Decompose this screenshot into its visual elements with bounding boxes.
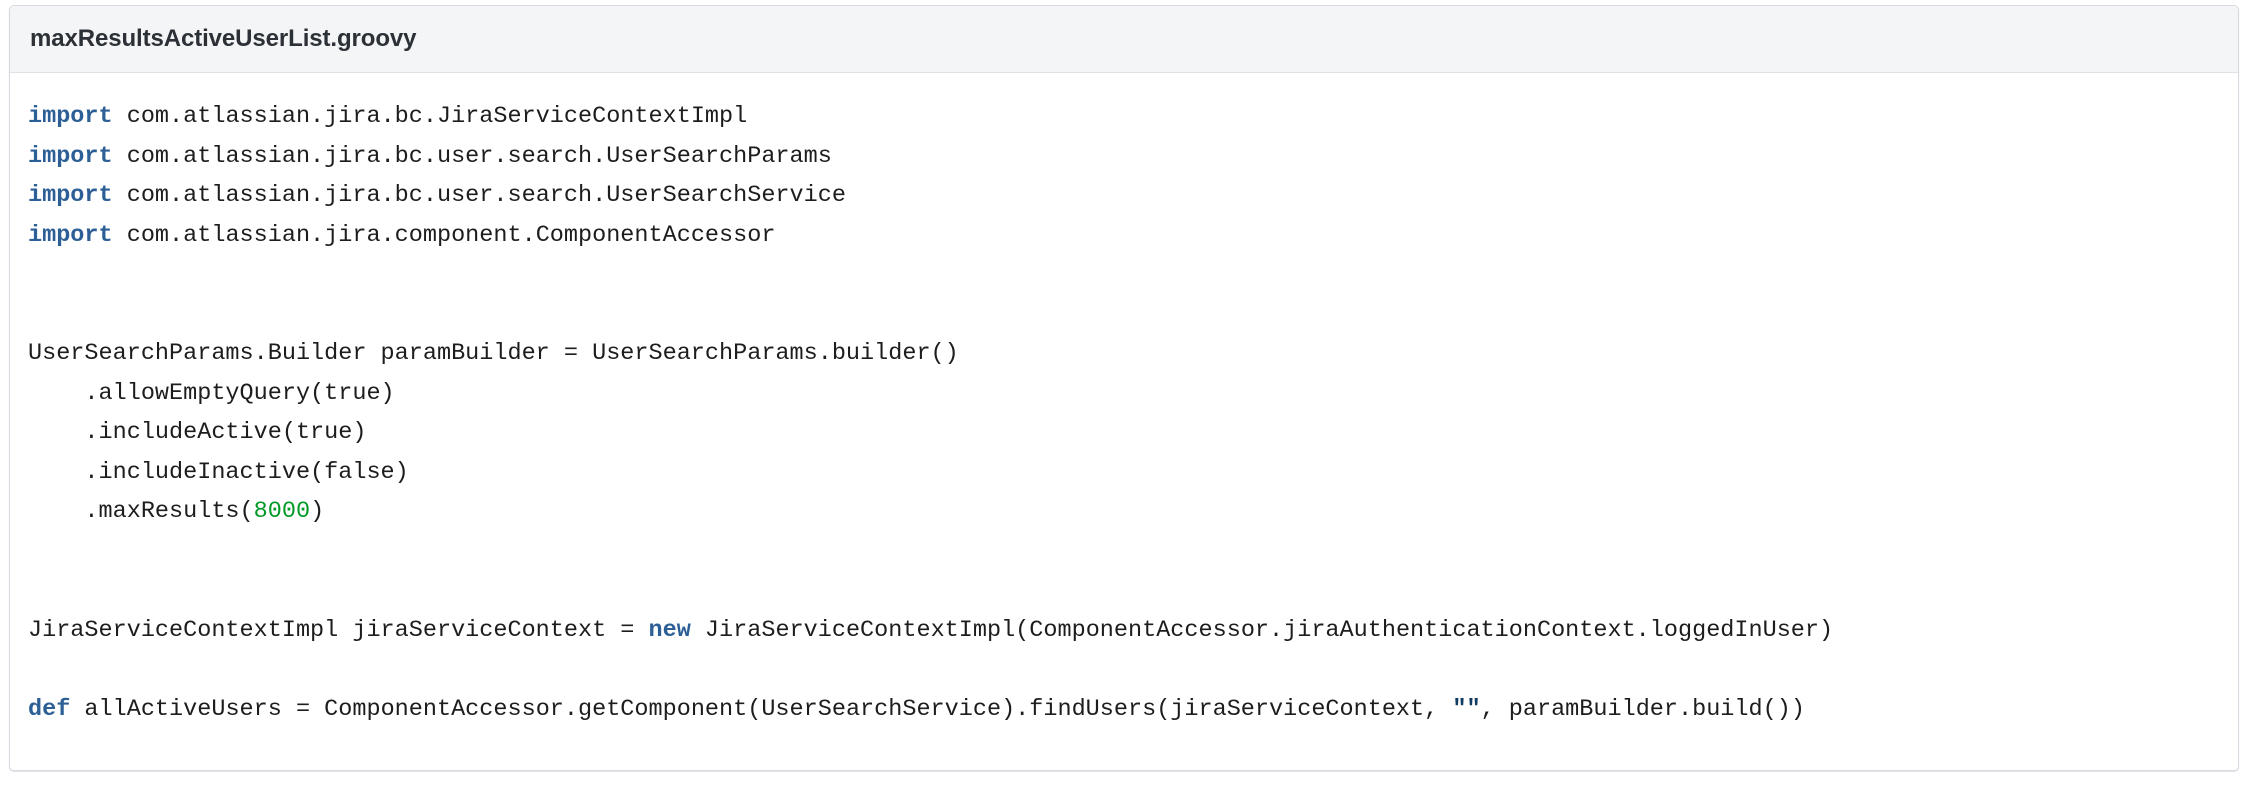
code-token-plain: .includeInactive(false) <box>28 458 409 486</box>
code-line: JiraServiceContextImpl jiraServiceContex… <box>28 611 2238 651</box>
code-line: .includeActive(true) <box>28 413 2238 453</box>
code-token-number: 8000 <box>253 498 311 525</box>
code-line: import com.atlassian.jira.bc.user.search… <box>28 176 2238 216</box>
code-token-plain: JiraServiceContextImpl jiraServiceContex… <box>28 616 649 644</box>
code-line: def allActiveUsers = ComponentAccessor.g… <box>28 690 2238 730</box>
code-block-filename: maxResultsActiveUserList.groovy <box>30 25 417 52</box>
code-token-keyword: import <box>28 142 113 170</box>
code-token-plain: , paramBuilder.build()) <box>1480 695 1805 723</box>
code-line: import com.atlassian.jira.component.Comp… <box>28 216 2238 256</box>
code-token-plain: com.atlassian.jira.bc.user.search.UserSe… <box>112 142 832 170</box>
code-line: .allowEmptyQuery(true) <box>28 374 2238 414</box>
code-token-plain: .includeActive(true) <box>28 419 367 446</box>
code-line: import com.atlassian.jira.bc.JiraService… <box>28 97 2238 137</box>
code-token-plain: ) <box>310 498 325 525</box>
code-line <box>28 650 2238 690</box>
code-token-plain: .allowEmptyQuery(true) <box>28 379 395 407</box>
code-content[interactable]: import com.atlassian.jira.bc.JiraService… <box>28 97 2238 729</box>
code-block-panel: maxResultsActiveUserList.groovy import c… <box>9 5 2239 771</box>
code-line: .maxResults(8000) <box>28 492 2238 532</box>
code-line <box>28 255 2238 295</box>
code-token-plain: allActiveUsers = ComponentAccessor.getCo… <box>70 695 1453 723</box>
code-token-plain: com.atlassian.jira.bc.JiraServiceContext… <box>112 103 748 130</box>
code-line <box>28 295 2238 335</box>
code-token-keyword: import <box>28 103 113 130</box>
code-token-keyword: def <box>28 695 71 723</box>
code-line: import com.atlassian.jira.bc.user.search… <box>28 137 2238 177</box>
code-token-plain: com.atlassian.jira.bc.user.search.UserSe… <box>112 182 846 209</box>
code-block-body[interactable]: import com.atlassian.jira.bc.JiraService… <box>10 73 2238 770</box>
code-token-plain: UserSearchParams.Builder paramBuilder = … <box>28 340 959 367</box>
code-line: UserSearchParams.Builder paramBuilder = … <box>28 334 2238 374</box>
code-token-keyword: new <box>648 616 691 644</box>
code-line <box>28 532 2238 572</box>
code-block-header: maxResultsActiveUserList.groovy <box>10 6 2238 73</box>
code-token-string: "" <box>1452 695 1481 723</box>
code-line <box>28 571 2238 611</box>
code-token-keyword: import <box>28 182 113 209</box>
code-line: .includeInactive(false) <box>28 453 2238 493</box>
code-token-plain: JiraServiceContextImpl(ComponentAccessor… <box>690 616 1834 644</box>
code-token-plain: .maxResults( <box>28 498 254 525</box>
code-token-plain: com.atlassian.jira.component.ComponentAc… <box>112 221 776 249</box>
code-token-keyword: import <box>28 221 113 249</box>
